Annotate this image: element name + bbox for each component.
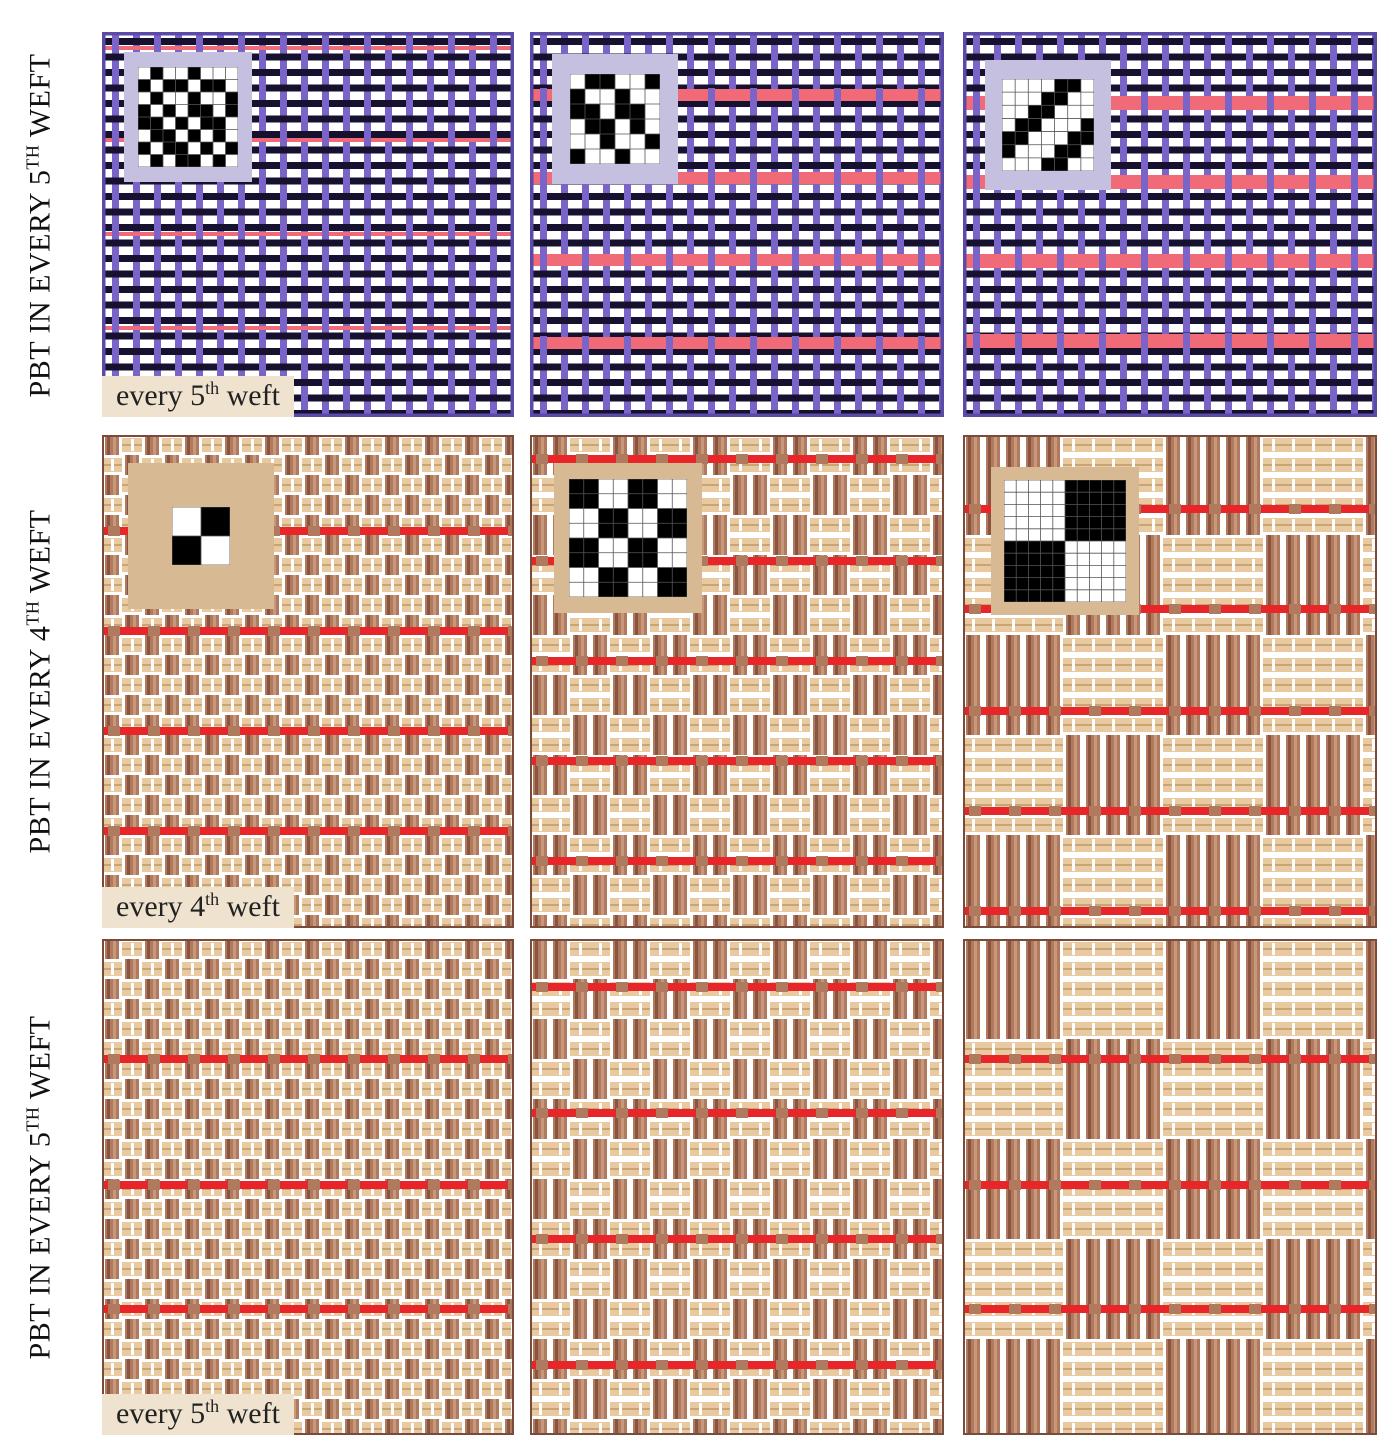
- weave-pattern-grid: [569, 479, 687, 597]
- fabric-panel-r1-c2: [530, 32, 944, 417]
- row-label-3: PBT IN EVERY 5TH WEFT: [22, 1015, 57, 1359]
- fabric-panel-r3-c2: [530, 939, 944, 1435]
- weft-caption: every 4th weft: [102, 887, 294, 928]
- weave-pattern-grid: [570, 74, 660, 164]
- weave-pattern-grid: [1004, 480, 1126, 602]
- weave-pattern-inset: [554, 463, 702, 613]
- weave-pattern-inset: [128, 463, 274, 609]
- weave-pattern-inset: [124, 52, 252, 182]
- weft-caption: every 5th weft: [102, 1394, 294, 1435]
- fabric-panel-r2-c2: [530, 435, 944, 928]
- weave-pattern-inset: [985, 60, 1111, 190]
- fabric-panel-r1-c3: [963, 32, 1377, 417]
- fabric-panel-r3-c1: every 5th weft: [102, 939, 514, 1435]
- weft-caption: every 5th weft: [102, 376, 294, 417]
- row-label-2: PBT IN EVERY 4TH WEFT: [22, 509, 57, 853]
- weave-pattern-grid: [138, 67, 238, 167]
- fabric-panel-r1-c1: every 5th weft: [102, 32, 514, 417]
- fabric-panel-r2-c1: every 4th weft: [102, 435, 514, 928]
- row-label-1: PBT IN EVERY 5TH WEFT: [22, 53, 57, 397]
- fabric-panel-r2-c3: [963, 435, 1377, 928]
- weave-pattern-grid: [172, 507, 230, 565]
- weave-pattern-inset: [991, 467, 1139, 615]
- fabric-panel-r3-c3: [963, 939, 1377, 1435]
- weave-pattern-inset: [552, 54, 678, 184]
- weave-pattern-grid: [1002, 79, 1094, 171]
